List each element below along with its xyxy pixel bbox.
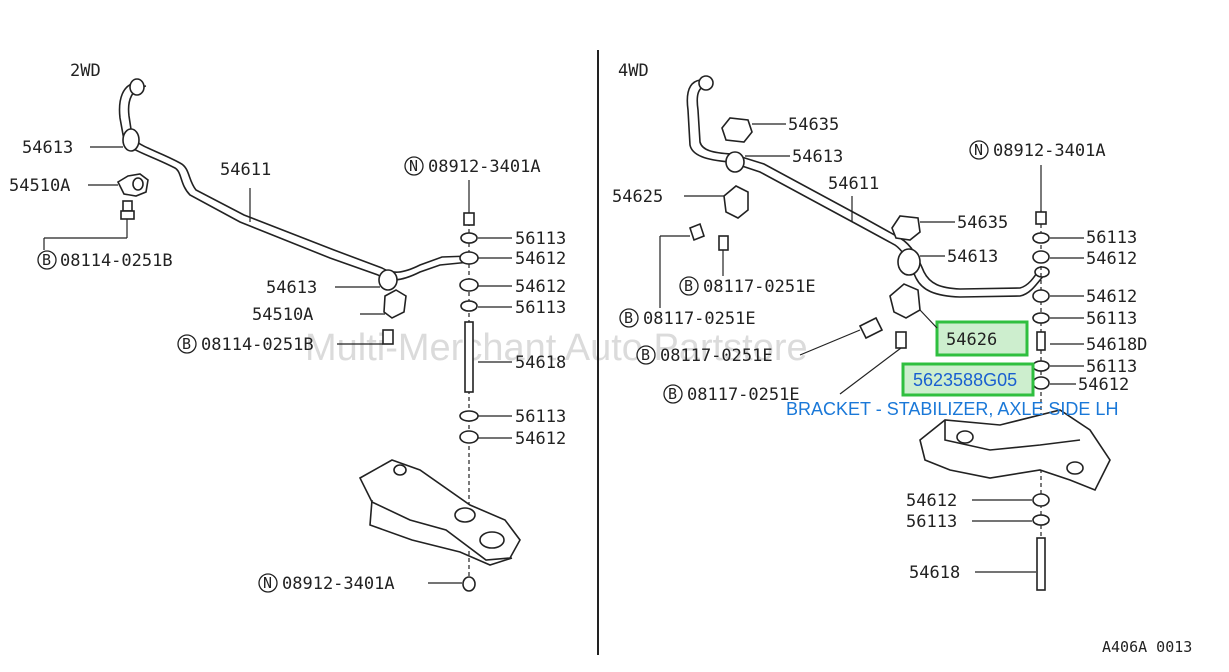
lower-arm-2wd (358, 459, 521, 566)
highlight-box-54626[interactable] (935, 320, 1029, 357)
label-54618d: 54618D (1086, 335, 1147, 355)
label-56113: 56113 (515, 407, 566, 427)
circle-letter-b: B (42, 251, 51, 269)
label-56113: 56113 (515, 229, 566, 249)
label-08117-0251e: 08117-0251E (660, 346, 773, 366)
circle-letter-b: B (684, 277, 693, 295)
label-56113: 56113 (906, 512, 957, 532)
label-54625: 54625 (612, 187, 663, 207)
bracket-54510a-left-mid (382, 289, 407, 345)
highlight-description: BRACKET - STABILIZER, AXLE SIDE LH (786, 399, 1118, 419)
label-56113: 56113 (1086, 357, 1137, 377)
label-54613: 54613 (947, 247, 998, 267)
section-title-4wd: 4WD (618, 61, 649, 81)
circle-letter-n: N (263, 574, 272, 592)
circle-letter-b: B (182, 335, 191, 353)
label-56113: 56113 (1086, 228, 1137, 248)
label-08117-0251e: 08117-0251E (703, 277, 816, 297)
label-54613: 54613 (792, 147, 843, 167)
stabilizer-bar-2wd (118, 78, 471, 281)
bushing-54613-right-mid (897, 248, 921, 276)
bracket-54510a-left-top (116, 173, 149, 197)
highlight-box-part-number[interactable] (901, 362, 1035, 397)
label-54612: 54612 (1078, 375, 1129, 395)
circle-letter-b: B (641, 346, 650, 364)
label-54611: 54611 (828, 174, 879, 194)
circle-letter-n: N (409, 157, 418, 175)
bracket-54635-right-top (721, 117, 753, 143)
section-title-2wd: 2WD (70, 61, 101, 81)
circle-letter-b: B (624, 309, 633, 327)
bracket-54626 (858, 283, 921, 349)
label-54612: 54612 (1086, 287, 1137, 307)
axle-bracket-4wd (919, 409, 1111, 492)
label-54612: 54612 (906, 491, 957, 511)
circle-letter-n: N (974, 141, 983, 159)
label-54618: 54618 (515, 353, 566, 373)
label-54613: 54613 (22, 138, 73, 158)
label-54611: 54611 (220, 160, 271, 180)
highlighted-part-number: 5623588G05 (913, 370, 1017, 390)
label-08114-0251b: 08114-0251B (201, 335, 314, 355)
label-56113: 56113 (515, 298, 566, 318)
label-54613: 54613 (266, 278, 317, 298)
label-54510a: 54510A (252, 305, 313, 325)
label-08912-3401a: 08912-3401A (282, 574, 395, 594)
label-54510a: 54510A (9, 176, 70, 196)
label-54635: 54635 (957, 213, 1008, 233)
link-stack-2wd (459, 212, 479, 592)
label-54612: 54612 (1086, 249, 1137, 269)
label-54612: 54612 (515, 429, 566, 449)
label-08114-0251b: 08114-0251B (60, 251, 173, 271)
label-08912-3401a: 08912-3401A (428, 157, 541, 177)
label-56113: 56113 (1086, 309, 1137, 329)
circle-letter-b: B (668, 385, 677, 403)
bracket-54625 (689, 185, 749, 251)
bolt-left-top (120, 200, 135, 220)
label-08912-3401a: 08912-3401A (993, 141, 1106, 161)
label-54618: 54618 (909, 563, 960, 583)
figure-code: A406A 0013 (1102, 638, 1192, 656)
bushing-54613-left-mid (378, 269, 398, 291)
label-08117-0251e: 08117-0251E (687, 385, 800, 405)
bushing-54613-right-top (725, 151, 745, 173)
bushing-54613-left-top (122, 128, 140, 152)
label-54612: 54612 (515, 277, 566, 297)
label-08117-0251e: 08117-0251E (643, 309, 756, 329)
link-stack-4wd (1032, 210, 1050, 591)
bracket-54635-right-mid (891, 215, 921, 241)
label-54612: 54612 (515, 249, 566, 269)
label-54635: 54635 (788, 115, 839, 135)
label-54626: 54626 (946, 330, 997, 350)
